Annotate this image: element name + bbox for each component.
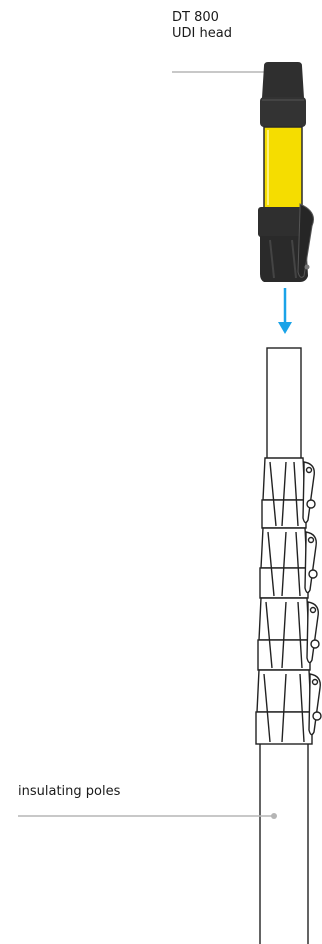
pole-clamp-4	[255, 669, 322, 745]
udi-head-label-line2: UDI head	[172, 26, 232, 41]
udi-head-label-line1: DT 800	[172, 10, 219, 25]
udi-head-device	[258, 62, 314, 282]
pole-clamp-2	[259, 527, 318, 599]
pole-clamp-1	[261, 457, 316, 529]
pole-clamp-3	[257, 597, 320, 671]
down-arrow-icon	[278, 288, 292, 334]
udi-head-label: DT 800 UDI head	[172, 10, 232, 42]
insulating-poles-leader	[18, 813, 277, 819]
insulating-poles-label: insulating poles	[18, 784, 121, 799]
insulating-poles	[255, 347, 322, 944]
